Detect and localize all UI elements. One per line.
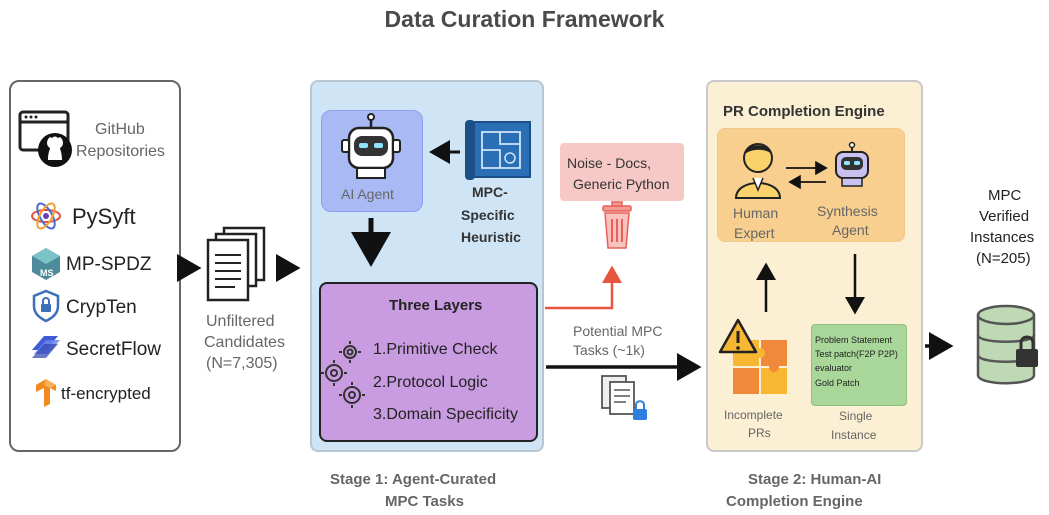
human-label-1: Human <box>733 205 779 221</box>
instance-test-patch: Test patch(F2P P2P) <box>815 349 898 359</box>
single-label-1: Single <box>839 409 873 423</box>
three-layers-box <box>319 282 538 442</box>
heuristic-line1: MPC- <box>472 184 508 200</box>
repo-mp-spdz: MP-SPDZ <box>66 254 152 275</box>
repo-secretflow: SecretFlow <box>66 339 162 360</box>
noise-box <box>560 143 684 201</box>
trash-icon <box>602 201 632 249</box>
engine-title: PR Completion Engine <box>723 103 885 120</box>
candidates-label: Candidates <box>204 334 285 351</box>
repo-tf-encrypted: tf-encrypted <box>61 384 151 403</box>
repositories-label: Repositories <box>76 143 165 160</box>
single-instance-box <box>811 324 907 406</box>
svg-text:MS: MS <box>40 268 54 278</box>
incomplete-label-2: PRs <box>748 426 771 440</box>
noise-line2: Generic Python <box>573 176 670 192</box>
candidates-count: (N=7,305) <box>206 355 278 372</box>
gears-icon <box>321 341 365 408</box>
instance-evaluator: evaluator <box>815 363 853 373</box>
robot-icon <box>341 113 401 179</box>
page-title: Data Curation Framework <box>384 6 665 32</box>
potential-line1: Potential MPC <box>573 323 663 339</box>
output-line3: Instances <box>970 229 1035 246</box>
database-lock-icon <box>976 304 1038 385</box>
crypten-icon <box>32 289 60 323</box>
instance-gold-patch: Gold Patch <box>815 378 860 388</box>
layer-domain-specificity: 3.Domain Specificity <box>373 406 518 423</box>
layer-primitive-check: 1.Primitive Check <box>373 341 498 358</box>
layer-protocol-logic: 2.Protocol Logic <box>373 374 488 391</box>
mp-spdz-icon: MS <box>32 248 60 280</box>
repo-pysyft: PySyft <box>72 204 136 229</box>
documents-icon <box>206 226 266 302</box>
noise-line1: Noise - Docs, <box>567 155 652 171</box>
puzzle-warning-icon <box>718 318 787 394</box>
output-count: (N=205) <box>976 250 1031 267</box>
human-expert-icon <box>734 143 782 199</box>
synthesis-agent-icon <box>835 141 869 187</box>
instance-problem-statement: Problem Statement <box>815 335 893 345</box>
output-line2: Verified <box>979 208 1030 225</box>
stage2-caption-line2: Completion Engine <box>726 493 863 510</box>
stage1-caption-line1: Stage 1: Agent-Curated <box>330 471 497 488</box>
tf-encrypted-icon <box>36 379 56 407</box>
heuristic-line2: Specific <box>461 207 515 223</box>
unfiltered-label: Unfiltered <box>206 313 275 330</box>
stage1-caption-line2: MPC Tasks <box>385 493 464 510</box>
blueprint-icon <box>465 120 531 180</box>
output-line1: MPC <box>988 187 1022 204</box>
single-label-2: Instance <box>831 428 877 442</box>
incomplete-label-1: Incomplete <box>724 408 783 422</box>
three-layers-title: Three Layers <box>389 297 483 314</box>
repo-crypten: CrypTen <box>66 297 137 318</box>
locked-docs-icon <box>601 375 647 420</box>
human-label-2: Expert <box>734 225 775 241</box>
github-icon <box>18 110 72 167</box>
synth-label-2: Agent <box>832 222 869 238</box>
ai-agent-label: AI Agent <box>341 186 394 202</box>
secretflow-icon <box>32 336 60 358</box>
potential-line2: Tasks (~1k) <box>573 342 645 358</box>
stage2-caption-line1: Stage 2: Human-AI <box>748 471 882 488</box>
github-label: GitHub <box>95 121 145 138</box>
arrow-to-noise <box>545 265 622 310</box>
synth-label-1: Synthesis <box>817 203 878 219</box>
pysyft-icon <box>31 202 61 230</box>
heuristic-line3: Heuristic <box>461 229 521 245</box>
